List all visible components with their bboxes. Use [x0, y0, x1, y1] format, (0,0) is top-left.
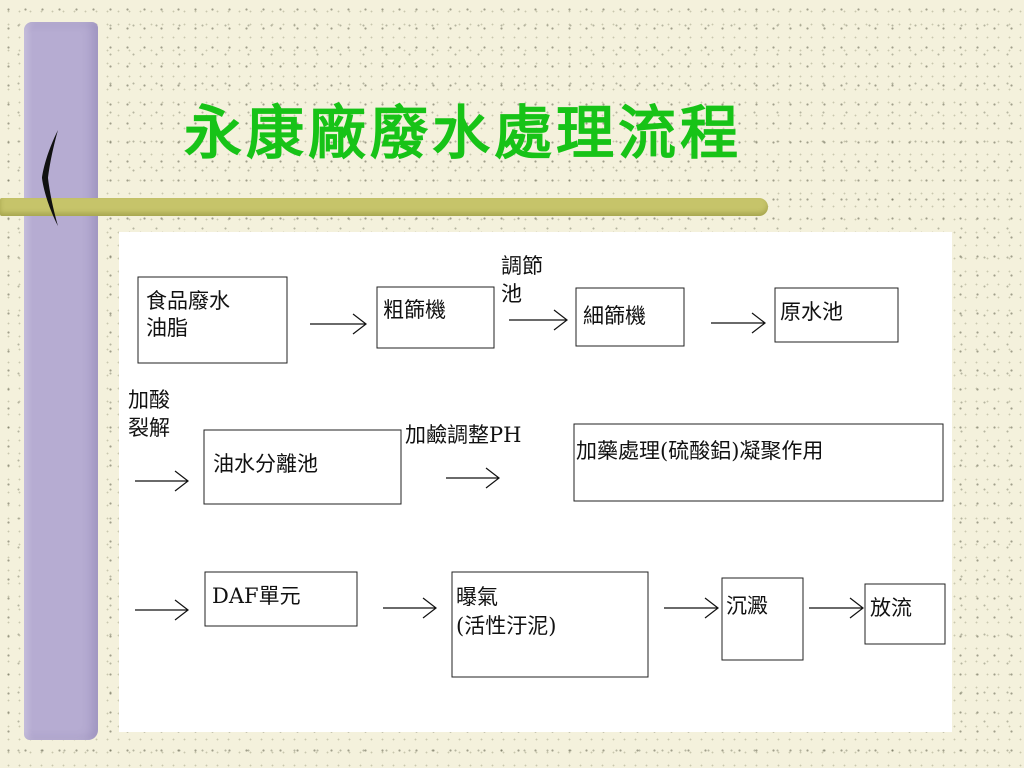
equalization-pool-label: 調節: [501, 254, 543, 278]
arrow: [711, 312, 766, 334]
arrow-icon: [135, 470, 189, 492]
flowchart-diagram: 食品廢水 油脂 粗篩機 調節 池 細篩機 原水池 加酸 裂解: [128, 254, 946, 678]
decorative-vertical-bar: [24, 22, 98, 740]
arrow-icon: [711, 312, 766, 334]
arrow: [135, 599, 189, 621]
arrow: [664, 597, 719, 619]
node-label: 細篩機: [583, 304, 646, 328]
acid-cracking-label: 裂解: [128, 416, 170, 440]
node-label: 油水分離池: [213, 452, 318, 476]
node-label: 沉澱: [726, 594, 768, 618]
arrow: [135, 470, 189, 492]
node-label: 食品廢水: [146, 289, 230, 313]
node-raw-water-pool: 原水池: [774, 287, 899, 343]
slide-title: 永康廠廢水處理流程: [184, 99, 743, 167]
node-coarse-screen: 粗篩機: [376, 286, 495, 349]
node-box: [451, 571, 649, 678]
node-box: [376, 286, 495, 349]
node-box: [721, 577, 804, 661]
arrow: [809, 597, 864, 619]
node-food-wastewater: 食品廢水 油脂: [137, 276, 288, 364]
arrow-icon: [135, 599, 189, 621]
bracket-icon: [42, 130, 58, 226]
arrow-icon: [310, 313, 367, 335]
node-label: 放流: [870, 596, 912, 620]
arrow-icon: [809, 597, 864, 619]
node-box: [137, 276, 288, 364]
node-box: [203, 429, 402, 505]
node-chemical-treatment: 加藥處理(硫酸鋁)凝聚作用: [573, 423, 944, 502]
arrow-icon: [383, 597, 437, 619]
arrow: [509, 309, 568, 331]
node-label: (活性汙泥): [456, 614, 556, 638]
node-box: [573, 423, 944, 502]
node-label: 粗篩機: [383, 298, 446, 322]
decorative-horizontal-bar: [0, 198, 768, 216]
arrow: [383, 597, 437, 619]
arrow: [310, 313, 367, 335]
node-box: [864, 583, 946, 645]
alkali-ph-label: 加鹼調整PH: [405, 423, 521, 447]
equalization-pool-label: 池: [501, 282, 522, 306]
node-sedimentation: 沉澱: [721, 577, 804, 661]
node-fine-screen: 細篩機: [575, 287, 685, 347]
arrow-icon: [446, 467, 500, 489]
arrow-icon: [664, 597, 719, 619]
node-box: [774, 287, 899, 343]
node-label: 曝氣: [456, 585, 498, 609]
arrow-icon: [509, 309, 568, 331]
flowchart-panel: 食品廢水 油脂 粗篩機 調節 池 細篩機 原水池 加酸 裂解: [119, 232, 952, 732]
node-box: [204, 571, 358, 627]
node-label: 加藥處理(硫酸鋁)凝聚作用: [576, 439, 823, 463]
node-aeration: 曝氣 (活性汙泥): [451, 571, 649, 678]
arrow: [446, 467, 500, 489]
node-label: 油脂: [146, 316, 188, 340]
node-label: 原水池: [780, 300, 843, 324]
node-discharge: 放流: [864, 583, 946, 645]
node-label: DAF單元: [212, 584, 301, 608]
node-oil-water-separator: 油水分離池: [203, 429, 402, 505]
acid-cracking-label: 加酸: [128, 388, 170, 412]
node-box: [575, 287, 685, 347]
node-daf-unit: DAF單元: [204, 571, 358, 627]
